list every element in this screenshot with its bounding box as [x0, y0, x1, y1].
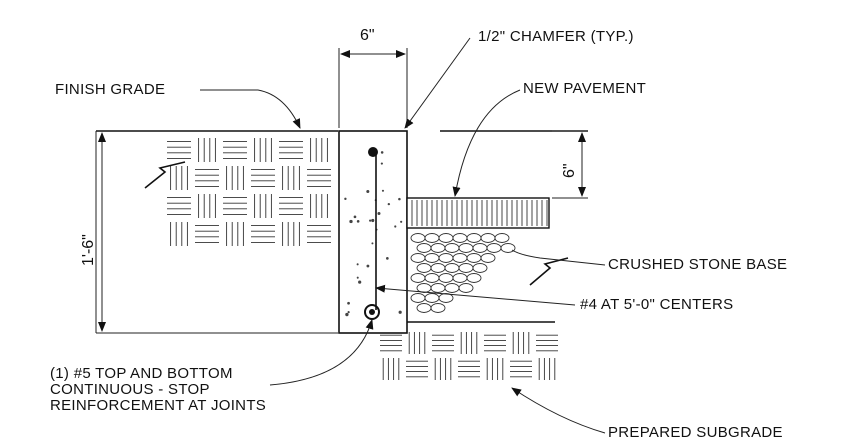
bottom-rebar-core [369, 309, 375, 315]
break-line-right [529, 257, 569, 286]
chamfer-leader [404, 37, 471, 129]
reinforcement-label-2: CONTINUOUS - STOP [50, 381, 210, 398]
stone-leader [511, 249, 606, 266]
subgrade-leader [511, 387, 606, 434]
earth-hatch-left [167, 138, 331, 246]
concrete-stipple [344, 151, 403, 317]
rebar-centers-leader [375, 284, 576, 306]
reinforcement-leader [269, 319, 374, 386]
prepared-subgrade-label: PREPARED SUBGRADE [608, 424, 783, 438]
finish-grade-label: FINISH GRADE [55, 81, 165, 98]
reinforcement-label-1: (1) #5 TOP AND BOTTOM [50, 365, 233, 382]
break-line-left [144, 161, 186, 189]
height-dimension: 1'-6" [80, 234, 97, 266]
width-dimension: 6" [360, 27, 375, 44]
crushed-stone-label: CRUSHED STONE BASE [608, 256, 787, 273]
top-rebar [368, 147, 378, 157]
new-pavement-label: NEW PAVEMENT [523, 80, 646, 97]
chamfer-label: 1/2" CHAMFER (TYP.) [478, 28, 634, 45]
finish-grade-leader [200, 89, 301, 129]
pavement-depth-dimension: 6" [561, 163, 578, 178]
concrete-curb [338, 130, 408, 334]
rebar-centers-label: #4 AT 5'-0" CENTERS [580, 296, 733, 313]
new-pavement [406, 197, 550, 229]
bottom-rebar [364, 304, 380, 320]
reinforcement-label-3: REINFORCEMENT AT JOINTS [50, 397, 266, 414]
pavement-hatch [411, 200, 548, 226]
crushed-stone [410, 233, 516, 313]
subgrade-hatch [380, 332, 558, 380]
new-pavement-leader [452, 89, 521, 197]
